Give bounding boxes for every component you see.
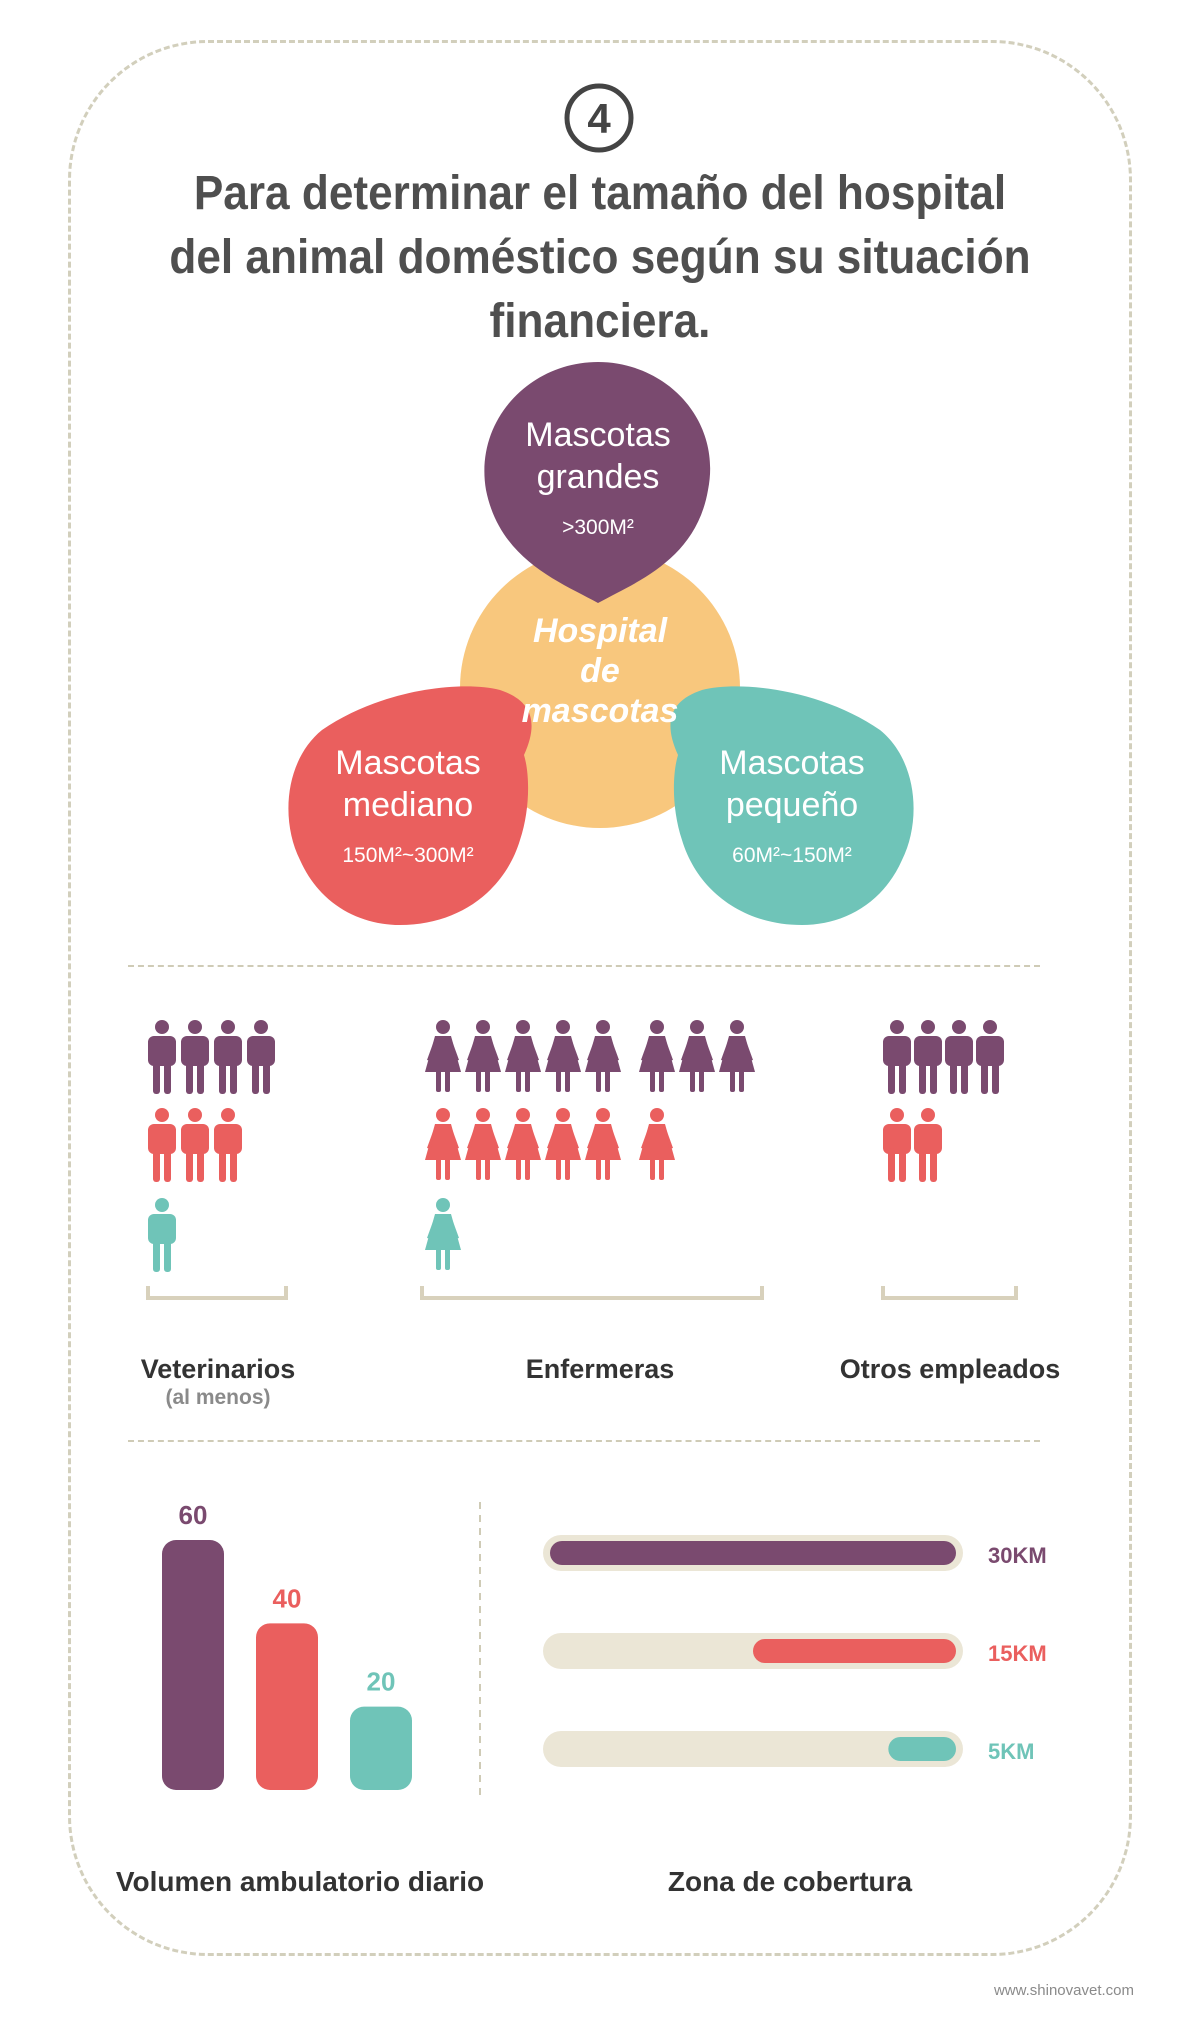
person-icon (425, 1020, 461, 1092)
person-icon (945, 1020, 973, 1094)
person-icon (214, 1108, 242, 1182)
title-line-2: del animal doméstico según su situación (169, 231, 1031, 284)
step-number-badge: 4 (564, 83, 634, 153)
mediano-line-2: mediano (343, 786, 473, 824)
size-bubbles: Hospital de mascotas Mascotas grandes >3… (288, 362, 914, 925)
group-bracket (146, 1286, 288, 1300)
person-icon (181, 1020, 209, 1094)
person-icon (545, 1108, 581, 1180)
title-line-1: Para determinar el tamaño del hospital (193, 167, 1007, 220)
person-icon (247, 1020, 275, 1094)
person-icon (505, 1020, 541, 1092)
mediano-size: 150M²~300M² (342, 844, 473, 867)
person-icon (914, 1108, 942, 1182)
person-icon (639, 1108, 675, 1180)
pequeno-size: 60M²~150M² (732, 844, 852, 867)
coverage-bar (888, 1737, 956, 1761)
center-line-3: mascotas (522, 692, 679, 730)
grandes-line-1: Mascotas (525, 416, 671, 454)
person-icon (181, 1108, 209, 1182)
center-line-1: Hospital (533, 612, 669, 650)
bubble-mediano (288, 686, 532, 925)
person-icon (214, 1020, 242, 1094)
daily-volume-bar (350, 1706, 412, 1790)
center-line-2: de (580, 652, 620, 690)
person-icon (148, 1198, 176, 1272)
bubble-grandes (484, 362, 711, 603)
others-label: Otros empleados (839, 1354, 1061, 1384)
center-circle (460, 548, 740, 828)
dashed-frame (68, 40, 1132, 1956)
vets-sublabel: (al menos) (165, 1386, 271, 1409)
person-icon (505, 1108, 541, 1180)
group-bracket (420, 1286, 764, 1300)
mediano-line-1: Mascotas (335, 744, 481, 782)
person-icon (545, 1020, 581, 1092)
vets-label: Veterinarios (140, 1354, 296, 1384)
person-icon (976, 1020, 1004, 1094)
person-icon (639, 1020, 675, 1092)
person-icon (425, 1198, 461, 1270)
page-title: Para determinar el tamaño del hospital d… (140, 162, 1060, 354)
pequeno-line-2: pequeño (726, 786, 858, 824)
title-line-3: financiera. (489, 295, 711, 348)
daily-volume-bar (256, 1623, 318, 1790)
coverage-bar (550, 1541, 956, 1565)
person-icon (585, 1020, 621, 1092)
pequeno-line-1: Mascotas (719, 744, 865, 782)
daily-volume-value: 20 (367, 1667, 396, 1697)
daily-volume-bar (162, 1540, 224, 1790)
person-icon (883, 1108, 911, 1182)
coverage-value: 5KM (988, 1739, 1034, 1764)
person-icon (465, 1108, 501, 1180)
coverage-value: 15KM (988, 1641, 1047, 1666)
person-icon (914, 1020, 942, 1094)
person-icon (148, 1108, 176, 1182)
daily-volume-title: Volumen ambulatorio diario (115, 1866, 485, 1897)
daily-volume-value: 60 (179, 1500, 208, 1530)
divider-2 (128, 1440, 1040, 1442)
person-icon (679, 1020, 715, 1092)
nurses-label: Enfermeras (525, 1354, 675, 1384)
person-icon (719, 1020, 755, 1092)
bubble-pequeno (670, 686, 914, 925)
daily-volume-value: 40 (273, 1583, 302, 1613)
group-bracket (881, 1286, 1018, 1300)
coverage-bar (753, 1639, 956, 1663)
coverage-title: Zona de cobertura (667, 1866, 913, 1897)
step-number: 4 (587, 95, 611, 142)
coverage-track (543, 1731, 963, 1767)
charts: 60 40 20 30KM 15KM 5KM (162, 1500, 1047, 1795)
grandes-size: >300M² (562, 516, 634, 539)
divider-1 (128, 965, 1040, 967)
person-icon (148, 1020, 176, 1094)
website-url: www.shinovavet.com (993, 1982, 1134, 1999)
grandes-line-2: grandes (537, 458, 660, 496)
person-icon (585, 1108, 621, 1180)
staff-pictograms (146, 1020, 1018, 1300)
person-icon (465, 1020, 501, 1092)
person-icon (425, 1108, 461, 1180)
person-icon (883, 1020, 911, 1094)
coverage-value: 30KM (988, 1543, 1047, 1568)
